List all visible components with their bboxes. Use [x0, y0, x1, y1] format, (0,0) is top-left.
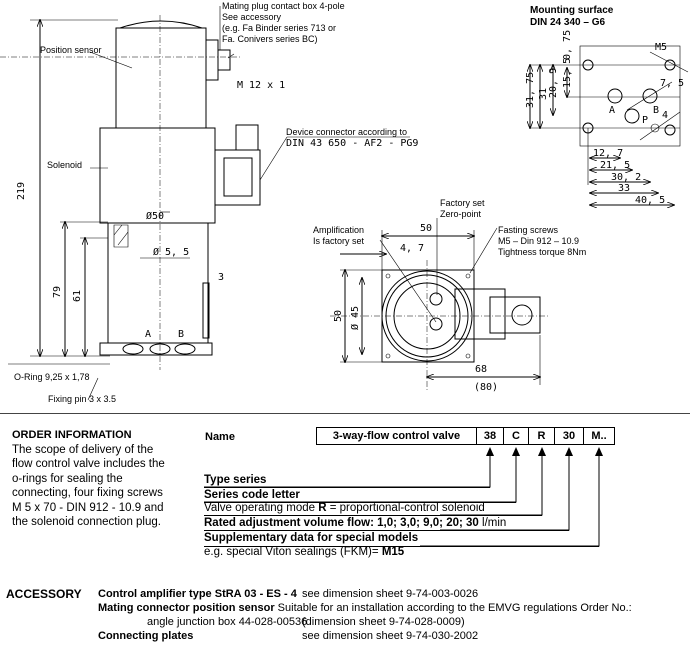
- position-sensor-label: Position sensor: [40, 45, 102, 55]
- code-supplementary: M..: [583, 427, 615, 445]
- mating-plug-label: Fa. Conivers series BC): [222, 34, 318, 44]
- mating-text: Suitable for an installation according t…: [274, 602, 632, 614]
- dim-31: 31: [538, 88, 549, 100]
- dim-0-75: 0, 75: [562, 30, 573, 60]
- side-view-drawing: Mating plug contact box 4-pole See acces…: [0, 1, 418, 404]
- dim-31-75: 31, 75: [525, 72, 536, 108]
- dim-d5-5: Ø 5, 5: [153, 246, 189, 258]
- port-p: P: [642, 115, 648, 126]
- amplification-label: Is factory set: [313, 236, 365, 246]
- dim-80: (80): [474, 382, 498, 393]
- device-connector-label: Device connector according to: [286, 127, 407, 137]
- mating-plug-label: Mating plug contact box 4-pole: [222, 1, 345, 11]
- type-series-row: Type series: [204, 473, 490, 488]
- flow-unit: l/min: [478, 517, 507, 529]
- fasting-screws-label: Fasting screws: [498, 225, 559, 235]
- operating-mode-row: Valve operating mode R = proportional-co…: [204, 501, 542, 516]
- viton-row: .: [204, 532, 599, 547]
- order-text-line: the solenoid connection plug.: [12, 516, 161, 528]
- order-text-line: connecting, four fixing screws: [12, 487, 163, 499]
- order-information: ORDER INFORMATION The scope of delivery …: [12, 428, 202, 530]
- flow-text: Rated adjustment volume flow: 1,0; 3,0; …: [204, 517, 479, 529]
- dim-3: 3: [218, 272, 224, 283]
- dim-15-5: 15, 5: [562, 58, 573, 88]
- dim-68: 68: [475, 364, 487, 375]
- dim-d45: Ø 45: [349, 306, 361, 330]
- dim-33: 33: [618, 183, 630, 194]
- dim-d50: Ø50: [146, 210, 164, 222]
- port-b: B: [653, 105, 659, 116]
- viton-text-row: e.g. special Viton sealings (FKM)= M15: [204, 545, 599, 559]
- order-text-line: The scope of delivery of the: [12, 443, 154, 456]
- order-text-line: flow control valve includes the: [12, 458, 165, 470]
- amplification-label: Amplification: [313, 225, 364, 235]
- accessory-amplifier: Control amplifier type StRA 03 - ES - 4: [98, 588, 297, 600]
- viton-text: e.g. special Viton sealings (FKM)=: [204, 546, 382, 558]
- technical-drawings: Mating plug contact box 4-pole See acces…: [0, 1, 689, 404]
- code-volume-flow: 30: [554, 427, 584, 445]
- viton-code: M15: [381, 546, 405, 558]
- code-operating-mode: R: [528, 427, 555, 445]
- name-label: Name: [205, 431, 235, 443]
- mounting-title: Mounting surface: [530, 5, 614, 16]
- code-product: 3-way-flow control valve: [316, 427, 477, 445]
- code-series-letter: C: [503, 427, 529, 445]
- factory-set-label: Zero-point: [440, 209, 482, 219]
- mating-title: Mating connector position sensor: [98, 602, 275, 614]
- port-a: A: [145, 329, 151, 340]
- accessory-plates: Connecting plates: [98, 630, 194, 642]
- fasting-screws-label: M5 – Din 912 – 10.9: [498, 236, 579, 246]
- dim-7-5: 7, 5: [660, 78, 684, 89]
- solenoid-label: Solenoid: [47, 160, 82, 170]
- mode-text: Valve operating mode: [204, 502, 319, 514]
- dim-79: 79: [52, 286, 63, 298]
- dim-12-7: 12, 7: [593, 148, 623, 159]
- accessory-mating: Mating connector position sensor Suitabl…: [98, 602, 632, 614]
- dim-50-side: 50: [333, 310, 344, 322]
- code-type-series: 38: [476, 427, 504, 445]
- top-view-drawing: Factory set Zero-point Amplification Is …: [313, 198, 586, 393]
- mounting-surface-drawing: Mounting surface DIN 24 340 – G6 31, 75 …: [525, 5, 689, 206]
- dim-50-top: 50: [420, 223, 432, 234]
- dim-4-7: 4, 7: [400, 243, 424, 254]
- port-a: A: [609, 105, 615, 116]
- dim-61: 61: [72, 290, 83, 302]
- dim-219: 219: [16, 182, 27, 200]
- accessory-heading: ACCESSORY: [6, 587, 82, 601]
- factory-set-label: Factory set: [440, 198, 485, 208]
- series-code-row: Series code letter: [204, 488, 516, 503]
- fasting-screws-label: Tightness torque 8Nm: [498, 247, 586, 257]
- order-text-line: o-rings for sealing the: [12, 472, 123, 485]
- accessory-amplifier-ref: see dimension sheet 9-74-003-0026: [302, 588, 479, 600]
- mounting-title: DIN 24 340 – G6: [530, 17, 605, 28]
- fixing-pin-label: Fixing pin 3 x 3.5: [48, 394, 116, 404]
- mode-code: R: [318, 502, 327, 514]
- dim-21-5: 21, 5: [600, 160, 630, 171]
- supplementary-row: Supplementary data for special models: [204, 532, 419, 544]
- dim-40-5: 40, 5: [635, 195, 665, 206]
- section-divider: [0, 413, 690, 414]
- dim-4: 4: [662, 110, 668, 121]
- order-heading: ORDER INFORMATION: [12, 429, 132, 441]
- m12-label: M 12 x 1: [237, 80, 285, 91]
- dim-m5: M5: [655, 42, 667, 53]
- dim-20-9: 20, 9: [548, 68, 559, 98]
- order-text-line: M 5 x 70 - DIN 912 - 10.9 and: [12, 501, 164, 514]
- mating-plug-label: See accessory: [222, 12, 282, 22]
- oring-label: O-Ring 9,25 x 1,78: [14, 372, 90, 382]
- dim-30-2: 30, 2: [611, 172, 641, 183]
- port-b: B: [178, 329, 184, 340]
- device-connector-label: DIN 43 650 - AF2 - PG9: [286, 138, 418, 149]
- accessory-junction-ref: (dimension sheet 9-74-028-0009): [302, 616, 465, 628]
- mode-text: = proportional-control solenoid: [326, 502, 485, 514]
- accessory-plates-ref: see dimension sheet 9-74-030-2002: [302, 630, 479, 642]
- mating-plug-label: (e.g. Fa Binder series 713 or: [222, 23, 336, 33]
- accessory-junction: angle junction box 44-028-00536: [147, 616, 308, 628]
- volume-flow-row: Rated adjustment volume flow: 1,0; 3,0; …: [204, 516, 569, 531]
